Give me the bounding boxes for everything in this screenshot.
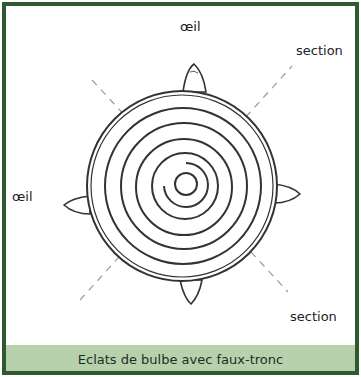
section-label: section	[296, 44, 343, 58]
section-lines	[80, 66, 292, 300]
frame	[4, 4, 357, 373]
section-label: section	[290, 310, 337, 324]
eye-buds	[64, 64, 300, 304]
caption-band	[6, 345, 355, 371]
caption: Eclats de bulbe avec faux-tronc	[8, 347, 353, 371]
bulb-rings	[87, 91, 277, 281]
eye-label: œil	[12, 190, 33, 204]
eye-label: œil	[180, 20, 201, 34]
